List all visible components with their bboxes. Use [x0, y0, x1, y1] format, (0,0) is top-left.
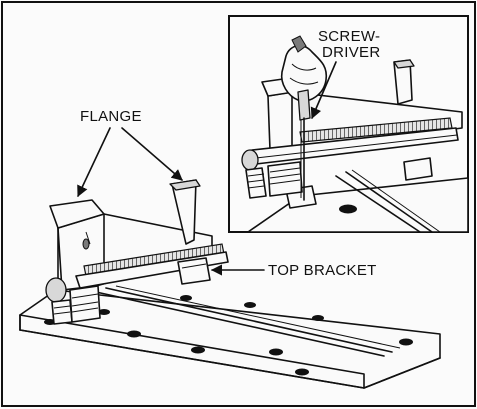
label-top-bracket: TOP BRACKET: [268, 262, 377, 279]
base-hole: [399, 338, 413, 346]
thumb-shadow: [291, 35, 307, 53]
base-hole: [269, 348, 283, 356]
adjust-knob: [45, 277, 67, 303]
base-hole: [191, 346, 205, 354]
top-bracket: [177, 257, 211, 285]
flange-pointer-right: [121, 127, 183, 181]
base-hole: [244, 302, 256, 308]
flange-left: [49, 199, 105, 229]
inset-detail: SCREW- DRIVER: [228, 15, 469, 233]
base-hole: [180, 295, 192, 301]
label-screwdriver-2: DRIVER: [322, 44, 380, 61]
base-hole: [295, 368, 309, 376]
base-hole: [127, 330, 141, 338]
label-flange: FLANGE: [80, 108, 142, 125]
hand-with-screwdriver: [280, 35, 328, 201]
flange-pointer-left: [77, 127, 111, 198]
inset-base-hole: [339, 204, 357, 214]
inset-knob: [241, 149, 259, 171]
inset-bracket-right: [403, 157, 433, 181]
main-assembly: [19, 179, 441, 389]
label-screwdriver-1: SCREW-: [318, 28, 380, 45]
screwdriver-handle: [297, 89, 311, 121]
base-hole: [98, 309, 110, 315]
base-hole: [312, 315, 324, 321]
screwdriver-pointer: [310, 61, 337, 120]
